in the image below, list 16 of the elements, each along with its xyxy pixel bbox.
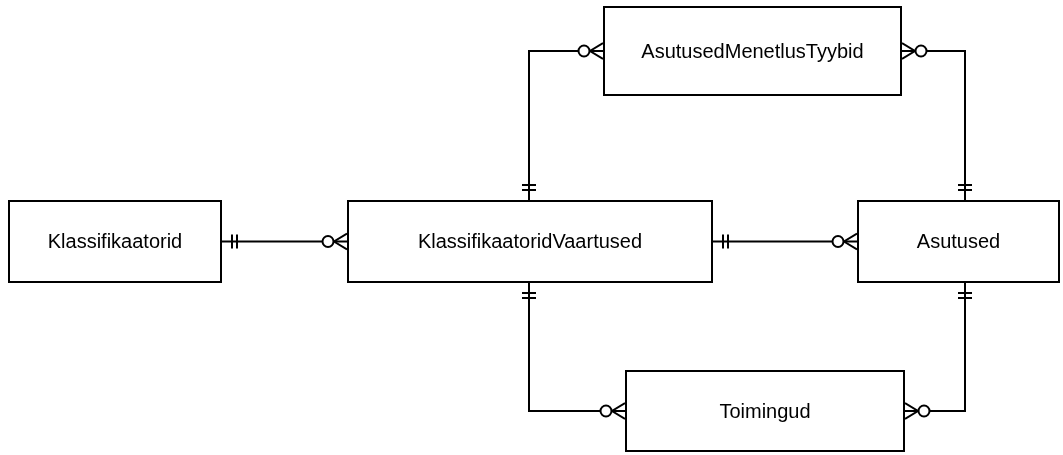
entity-name: Toimingud: [719, 399, 811, 423]
entity-name: Klassifikaatorid: [47, 230, 183, 253]
entity-box: [347, 200, 713, 283]
entity-box: [625, 370, 905, 452]
relationship-line: [522, 42, 604, 201]
entity-name: AsutusedMenetlusTyybid: [641, 39, 864, 63]
entity-name: Asutused: [916, 230, 1001, 253]
relationship-line: [712, 232, 858, 251]
relationship-line: [221, 232, 348, 251]
entity-box: [8, 200, 222, 283]
entity-name: KlassifikaatoridVaartused: [417, 230, 643, 253]
entity-box: [857, 200, 1060, 283]
relationship-line: [522, 282, 626, 420]
entity-box: [603, 6, 902, 96]
relationship-line: [904, 282, 972, 420]
relationship-line: [901, 42, 972, 201]
